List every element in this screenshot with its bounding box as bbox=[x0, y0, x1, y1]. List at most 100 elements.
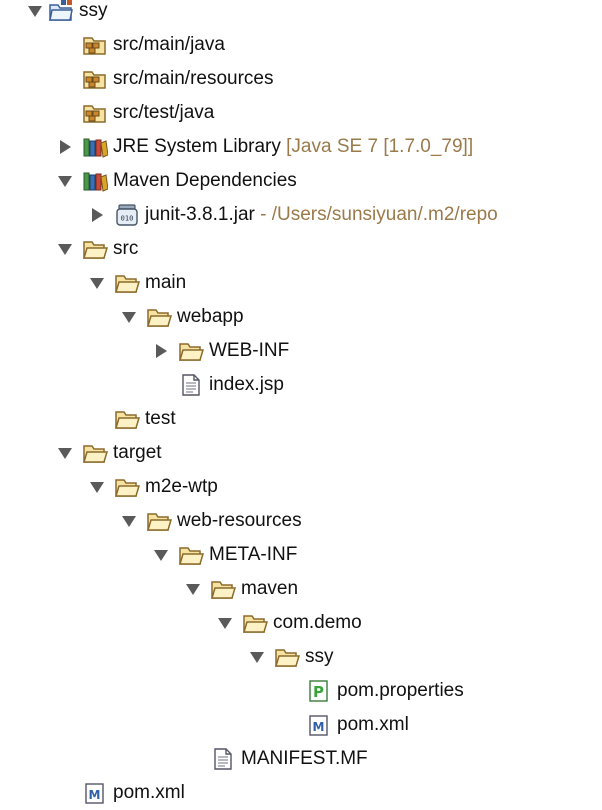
tree-item-label: src/main/java bbox=[113, 34, 225, 56]
folder-open-icon bbox=[146, 509, 172, 533]
text-file-icon bbox=[210, 747, 236, 771]
tree-item[interactable]: MANIFEST.MF bbox=[0, 742, 602, 776]
folder-open-icon bbox=[242, 611, 268, 635]
tree-item[interactable]: com.demo bbox=[0, 606, 602, 640]
tree-item[interactable]: m2e-wtp bbox=[0, 470, 602, 504]
expand-toggle-expanded[interactable] bbox=[122, 514, 136, 528]
tree-item-label: webapp bbox=[177, 306, 244, 328]
tree-item[interactable]: ssy bbox=[0, 0, 602, 28]
tree-item-label: src/main/resources bbox=[113, 68, 274, 90]
text-file-icon bbox=[178, 373, 204, 397]
library-icon bbox=[82, 169, 108, 193]
tree-item[interactable]: index.jsp bbox=[0, 368, 602, 402]
expand-toggle-expanded[interactable] bbox=[218, 616, 232, 630]
expand-toggle-collapsed[interactable] bbox=[90, 208, 104, 222]
expand-toggle-expanded[interactable] bbox=[154, 548, 168, 562]
tree-item[interactable]: web-resources bbox=[0, 504, 602, 538]
tree-item[interactable]: webapp bbox=[0, 300, 602, 334]
tree-item-decoration: [Java SE 7 [1.7.0_79]] bbox=[280, 136, 474, 157]
tree-item-label: junit-3.8.1.jar - /Users/sunsiyuan/.m2/r… bbox=[145, 204, 498, 226]
package-folder-icon bbox=[82, 67, 108, 91]
tree-item-label: web-resources bbox=[177, 510, 302, 532]
tree-item-label: m2e-wtp bbox=[145, 476, 218, 498]
folder-open-icon bbox=[210, 577, 236, 601]
tree-item[interactable]: src/main/resources bbox=[0, 62, 602, 96]
expand-toggle-expanded[interactable] bbox=[250, 650, 264, 664]
tree-item[interactable]: test bbox=[0, 402, 602, 436]
tree-item-name: src/test/java bbox=[113, 102, 215, 123]
tree-item-name: index.jsp bbox=[209, 374, 284, 395]
tree-item-name: WEB-INF bbox=[209, 340, 290, 361]
tree-item-label: maven bbox=[241, 578, 298, 600]
svg-text:M: M bbox=[89, 788, 101, 802]
tree-item[interactable]: src/test/java bbox=[0, 96, 602, 130]
tree-item[interactable]: Maven Dependencies bbox=[0, 164, 602, 198]
tree-item-label: src/test/java bbox=[113, 102, 214, 124]
svg-text:010: 010 bbox=[121, 215, 134, 223]
tree-item-name: JRE System Library bbox=[113, 136, 281, 157]
tree-item[interactable]: JRE System Library [Java SE 7 [1.7.0_79]… bbox=[0, 130, 602, 164]
expand-toggle-expanded[interactable] bbox=[122, 310, 136, 324]
tree-item-label: pom.properties bbox=[337, 680, 464, 702]
tree-item-name: ssy bbox=[305, 646, 334, 667]
tree-item-name: src/main/resources bbox=[113, 68, 274, 89]
package-folder-icon bbox=[82, 33, 108, 57]
expand-toggle-expanded[interactable] bbox=[58, 242, 72, 256]
maven-pom-icon: M bbox=[82, 781, 108, 805]
tree-item[interactable]: WEB-INF bbox=[0, 334, 602, 368]
tree-item-name: main bbox=[145, 272, 187, 293]
folder-open-icon bbox=[274, 645, 300, 669]
tree-item-name: webapp bbox=[177, 306, 244, 327]
expand-toggle-collapsed[interactable] bbox=[58, 140, 72, 154]
folder-open-icon bbox=[114, 407, 140, 431]
tree-item[interactable]: ssy bbox=[0, 640, 602, 674]
library-icon bbox=[82, 135, 108, 159]
tree-item-name: src bbox=[113, 238, 139, 259]
tree-item-name: src/main/java bbox=[113, 34, 225, 55]
tree-item-name: m2e-wtp bbox=[145, 476, 218, 497]
tree-item-name: pom.xml bbox=[337, 714, 409, 735]
tree-item-label: target bbox=[113, 442, 162, 464]
folder-open-icon bbox=[82, 441, 108, 465]
svg-text:P: P bbox=[313, 683, 324, 701]
tree-item[interactable]: target bbox=[0, 436, 602, 470]
tree-item-name: test bbox=[145, 408, 176, 429]
tree-item[interactable]: main bbox=[0, 266, 602, 300]
tree-item[interactable]: src/main/java bbox=[0, 28, 602, 62]
tree-item-label: index.jsp bbox=[209, 374, 284, 396]
expand-toggle-expanded[interactable] bbox=[90, 480, 104, 494]
tree-item-name: META-INF bbox=[209, 544, 298, 565]
package-folder-icon bbox=[82, 101, 108, 125]
tree-item-name: maven bbox=[241, 578, 299, 599]
tree-item[interactable]: 010 junit-3.8.1.jar - /Users/sunsiyuan/.m… bbox=[0, 198, 602, 232]
tree-item-label: main bbox=[145, 272, 186, 294]
expand-toggle-expanded[interactable] bbox=[90, 276, 104, 290]
maven-pom-icon: M bbox=[306, 713, 332, 737]
expand-toggle-expanded[interactable] bbox=[28, 4, 42, 18]
tree-item-name: pom.xml bbox=[113, 782, 185, 803]
expand-toggle-expanded[interactable] bbox=[186, 582, 200, 596]
jar-icon: 010 bbox=[114, 203, 140, 227]
svg-text:M: M bbox=[313, 720, 325, 734]
tree-item[interactable]: src bbox=[0, 232, 602, 266]
tree-item-label: test bbox=[145, 408, 176, 430]
expand-toggle-expanded[interactable] bbox=[58, 446, 72, 460]
tree-item-label: JRE System Library [Java SE 7 [1.7.0_79]… bbox=[113, 136, 473, 158]
tree-item-name: target bbox=[113, 442, 162, 463]
tree-item[interactable]: META-INF bbox=[0, 538, 602, 572]
expand-toggle-collapsed[interactable] bbox=[154, 344, 168, 358]
tree-item-label: Maven Dependencies bbox=[113, 170, 297, 192]
tree-item[interactable]: maven bbox=[0, 572, 602, 606]
expand-toggle-expanded[interactable] bbox=[58, 174, 72, 188]
folder-open-icon bbox=[178, 339, 204, 363]
tree-item-name: MANIFEST.MF bbox=[241, 748, 368, 769]
tree-item-label: com.demo bbox=[273, 612, 362, 634]
tree-item-decoration: - /Users/sunsiyuan/.m2/repo bbox=[254, 204, 498, 225]
folder-open-icon bbox=[146, 305, 172, 329]
folder-open-icon bbox=[178, 543, 204, 567]
tree-item-label: pom.xml bbox=[113, 782, 185, 804]
